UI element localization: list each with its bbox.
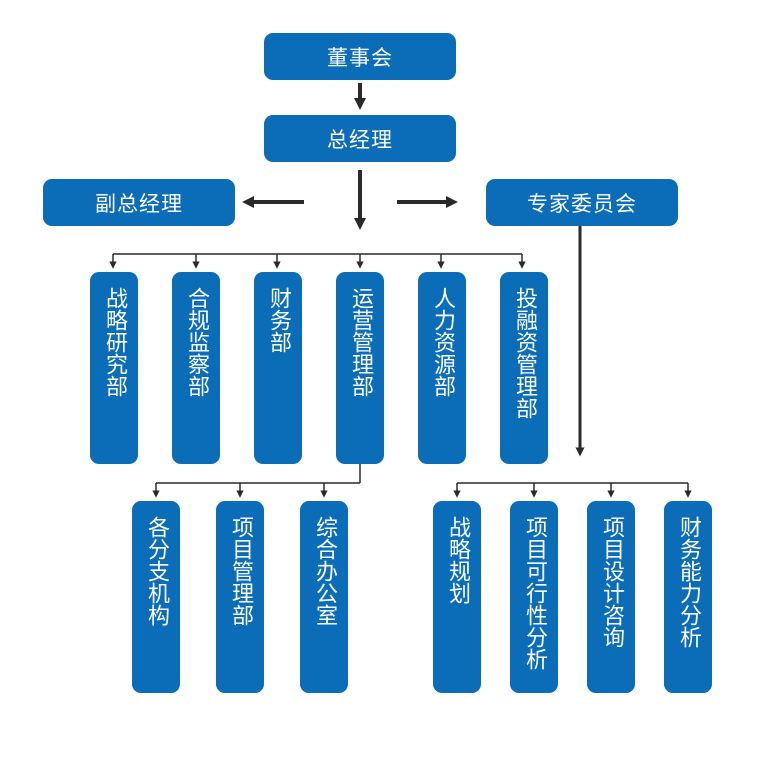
- committee-unit-node: 项目可行性分析: [510, 501, 558, 693]
- department-node: 战略研究部: [90, 272, 138, 464]
- committee-unit-node: 财务能力分析: [664, 501, 712, 693]
- department-label: 合规监察部: [184, 287, 209, 397]
- department-label: 人力资源部: [430, 287, 455, 397]
- expert-committee-node: 专家委员会: [486, 179, 678, 226]
- committee-unit-label: 财务能力分析: [676, 516, 701, 648]
- department-node: 人力资源部: [418, 272, 466, 464]
- department-label: 运营管理部: [348, 287, 373, 397]
- operations-unit-node: 项目管理部: [216, 501, 264, 693]
- committee-unit-label: 项目可行性分析: [522, 516, 547, 670]
- operations-unit-node: 各分支机构: [132, 501, 180, 693]
- committee-unit-node: 战略规划: [433, 501, 481, 693]
- committee-unit-label: 项目设计咨询: [599, 516, 624, 648]
- department-node: 合规监察部: [172, 272, 220, 464]
- department-label: 战略研究部: [102, 287, 127, 397]
- department-label: 财务部: [266, 287, 291, 353]
- board-node: 董事会: [264, 33, 456, 80]
- operations-unit-label: 项目管理部: [228, 516, 253, 626]
- deputy-gm-node: 副总经理: [43, 179, 235, 226]
- department-node: 运营管理部: [336, 272, 384, 464]
- operations-unit-label: 各分支机构: [144, 516, 169, 626]
- department-label: 投融资管理部: [512, 287, 537, 419]
- operations-unit-label: 综合办公室: [312, 516, 337, 626]
- operations-unit-node: 综合办公室: [300, 501, 348, 693]
- department-node: 财务部: [254, 272, 302, 464]
- department-node: 投融资管理部: [500, 272, 548, 464]
- general-manager-node: 总经理: [264, 115, 456, 162]
- committee-unit-label: 战略规划: [445, 516, 470, 604]
- committee-unit-node: 项目设计咨询: [587, 501, 635, 693]
